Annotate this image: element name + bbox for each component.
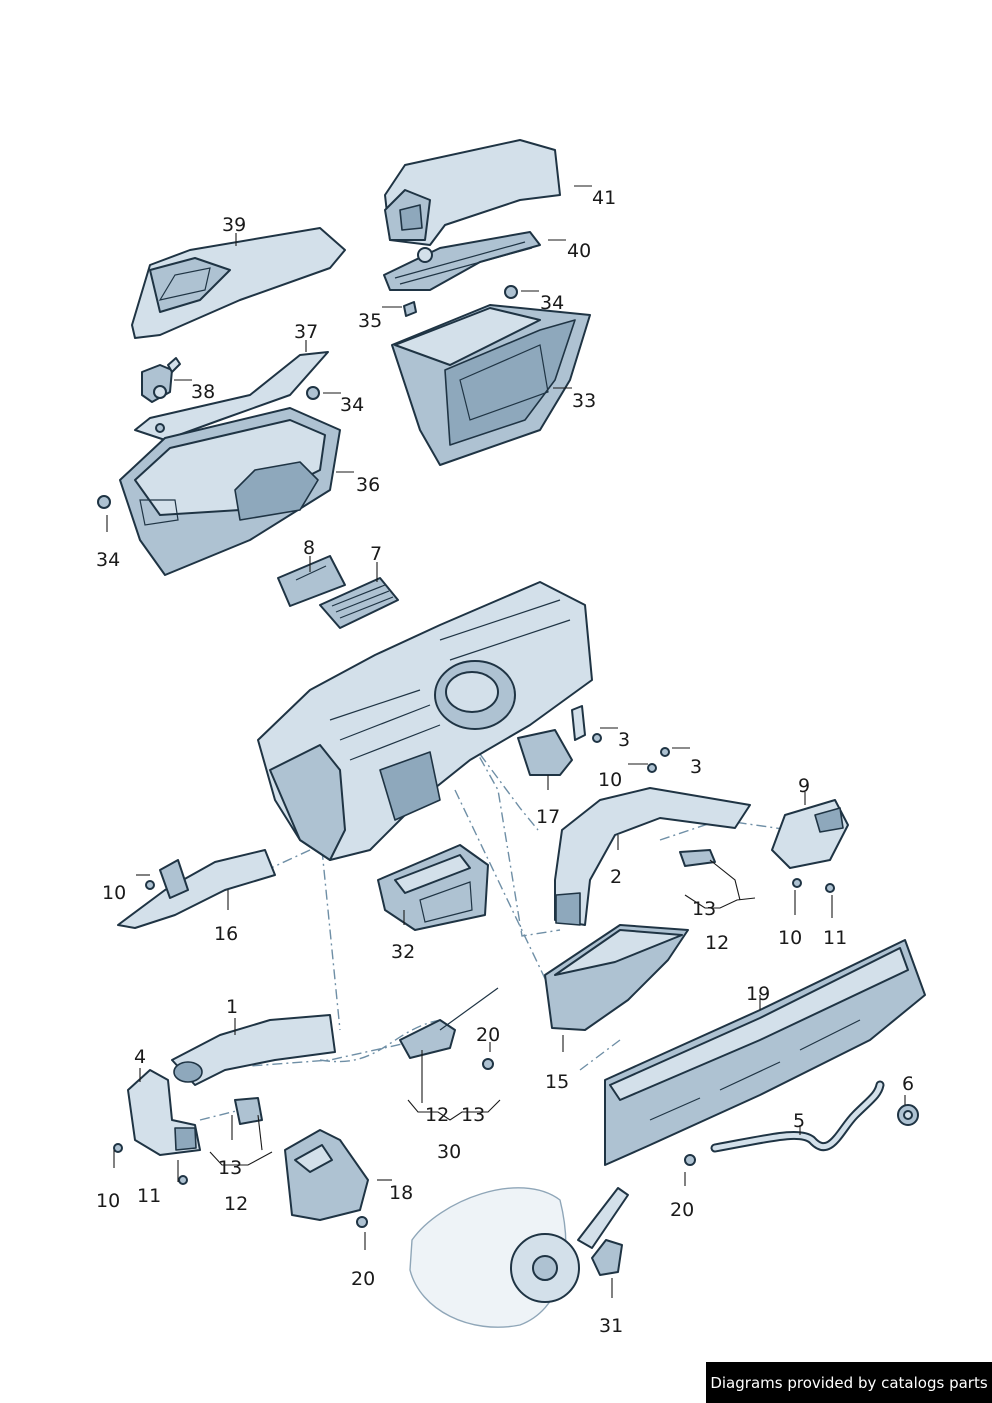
callout-34: 34 [340, 394, 364, 416]
part-4-elbow [127, 1069, 201, 1156]
callout-13: 13 [461, 1104, 485, 1126]
callout-8: 8 [303, 537, 315, 559]
part-30-module [399, 987, 499, 1059]
part-8-vent [277, 555, 346, 607]
callout-20: 20 [476, 1024, 500, 1046]
callout-20: 20 [670, 1199, 694, 1221]
callout-10: 10 [778, 927, 802, 949]
part-15-footwell-duct [544, 924, 689, 1031]
fasteners-small [113, 733, 835, 1228]
part-16-left-duct [117, 849, 276, 929]
part-40-filter [383, 231, 541, 291]
callout-10: 10 [102, 882, 126, 904]
steering-column [409, 1187, 629, 1328]
callout-3: 3 [618, 729, 630, 751]
callout-6: 6 [902, 1073, 914, 1095]
part-41-upper-duct [384, 139, 561, 246]
part-7-vent [319, 577, 399, 629]
part-32-outlet [377, 844, 489, 931]
callout-32: 32 [391, 941, 415, 963]
part-38-sensor [141, 357, 181, 403]
callout-10: 10 [96, 1190, 120, 1212]
callout-10: 10 [598, 769, 622, 791]
part-31-switch [591, 1239, 623, 1276]
callout-31: 31 [599, 1315, 623, 1337]
main-hvac-unit [257, 581, 593, 861]
callout-4: 4 [134, 1046, 146, 1068]
part-1-duct [171, 1014, 336, 1086]
callout-2: 2 [610, 866, 622, 888]
callout-11: 11 [823, 927, 847, 949]
callout-3: 3 [690, 756, 702, 778]
callout-35: 35 [358, 310, 382, 332]
callout-12: 12 [224, 1193, 248, 1215]
fasteners-top [97, 285, 518, 509]
callout-1: 1 [226, 996, 238, 1018]
callout-34: 34 [96, 549, 120, 571]
callout-34: 34 [540, 292, 564, 314]
callout-38: 38 [191, 381, 215, 403]
callout-13: 13 [692, 898, 716, 920]
part-6-grommet [897, 1104, 919, 1126]
callout-30: 30 [437, 1141, 461, 1163]
callout-9: 9 [798, 775, 810, 797]
part-9-duct-elbow [771, 799, 849, 869]
part-5-hose [710, 1080, 885, 1153]
callout-41: 41 [592, 187, 616, 209]
callout-5: 5 [793, 1110, 805, 1132]
part-33-filter-housing [391, 304, 591, 466]
credit-banner: Diagrams provided by catalogs parts [706, 1362, 992, 1403]
part-17-duct [517, 705, 586, 776]
part-36-lower-housing [119, 407, 341, 576]
callout-39: 39 [222, 214, 246, 236]
callout-19: 19 [746, 983, 770, 1005]
callout-37: 37 [294, 321, 318, 343]
callout-labels: 41 40 34 35 39 37 38 34 33 36 34 8 7 3 3… [96, 187, 914, 1337]
callout-11: 11 [137, 1185, 161, 1207]
callout-33: 33 [572, 390, 596, 412]
callout-7: 7 [370, 543, 382, 565]
callout-18: 18 [389, 1182, 413, 1204]
callout-16: 16 [214, 923, 238, 945]
leader-lines [106, 185, 906, 1298]
part-39-cover-frame [131, 227, 346, 339]
callout-12: 12 [705, 932, 729, 954]
callout-12: 12 [425, 1104, 449, 1126]
callout-15: 15 [545, 1071, 569, 1093]
callout-17: 17 [536, 806, 560, 828]
part-19-cross-member [604, 939, 926, 1166]
callout-13: 13 [218, 1157, 242, 1179]
part-2-duct [554, 787, 751, 926]
callout-40: 40 [567, 240, 591, 262]
part-18-actuator [284, 1129, 369, 1221]
callout-20: 20 [351, 1268, 375, 1290]
callout-36: 36 [356, 474, 380, 496]
